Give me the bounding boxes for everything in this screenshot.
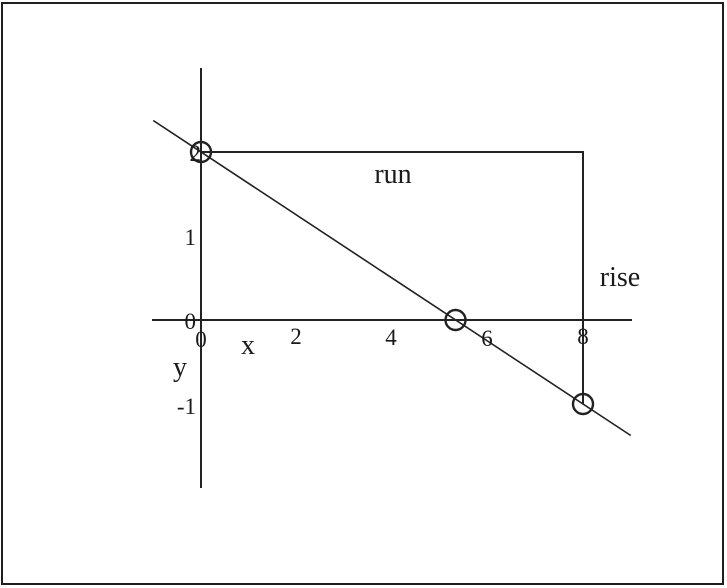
data-point-marker: [189, 140, 213, 164]
y-tick-label: 1: [185, 225, 197, 250]
x-tick-label: 0: [195, 327, 207, 352]
y-tick-label: 0: [185, 309, 197, 334]
run-label: run: [374, 159, 411, 190]
x-tick-label: 6: [481, 326, 493, 351]
y-tick-label: -1: [177, 394, 196, 419]
x-tick-labels: 0 2 4 6 8: [195, 324, 589, 352]
data-line: [152, 119, 632, 437]
x-tick-label: 2: [290, 324, 302, 349]
rise-label: rise: [600, 262, 640, 293]
data-point-marker: [444, 308, 467, 332]
run-rise-path: [201, 151, 584, 404]
x-tick-label: 8: [577, 324, 589, 349]
x-tick-label: 4: [385, 325, 397, 350]
y-tick-labels: 2 1 0 -1: [177, 141, 201, 419]
points-layer: [189, 140, 595, 416]
y-axis-label: y: [173, 352, 187, 383]
data-point-marker: [571, 392, 595, 416]
y-tick-label: 2: [190, 141, 202, 166]
x-axis-label: x: [241, 330, 255, 361]
